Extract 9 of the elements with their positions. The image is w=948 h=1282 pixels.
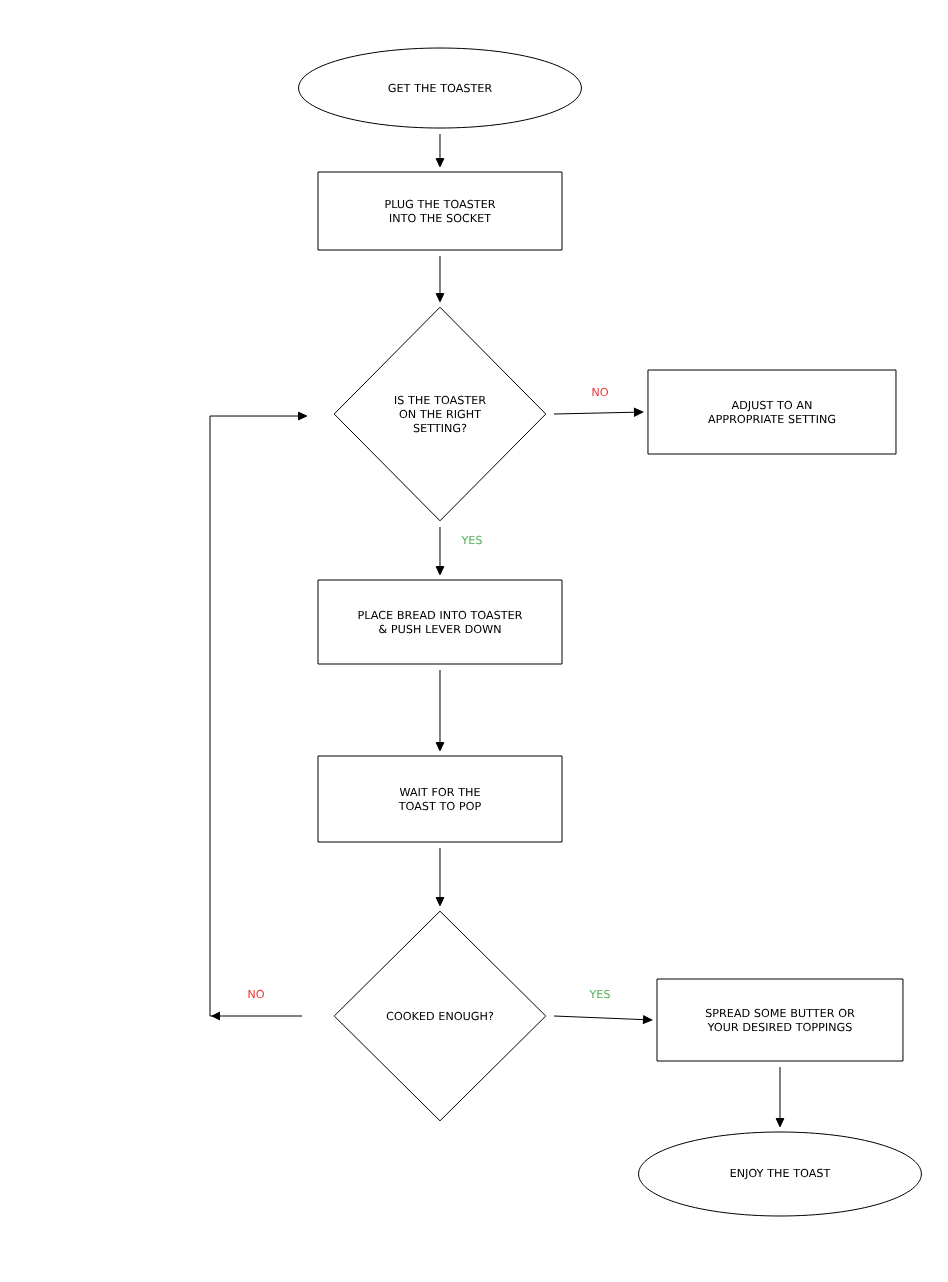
- arrow: [435, 526, 445, 576]
- arrow: [435, 255, 445, 303]
- arrow: [553, 407, 644, 417]
- arrow: [553, 1015, 653, 1024]
- arrow: [775, 1066, 785, 1128]
- arrow: [435, 669, 445, 752]
- arrow: [435, 133, 445, 168]
- arrow: [435, 847, 445, 907]
- arrow: [209, 411, 308, 1021]
